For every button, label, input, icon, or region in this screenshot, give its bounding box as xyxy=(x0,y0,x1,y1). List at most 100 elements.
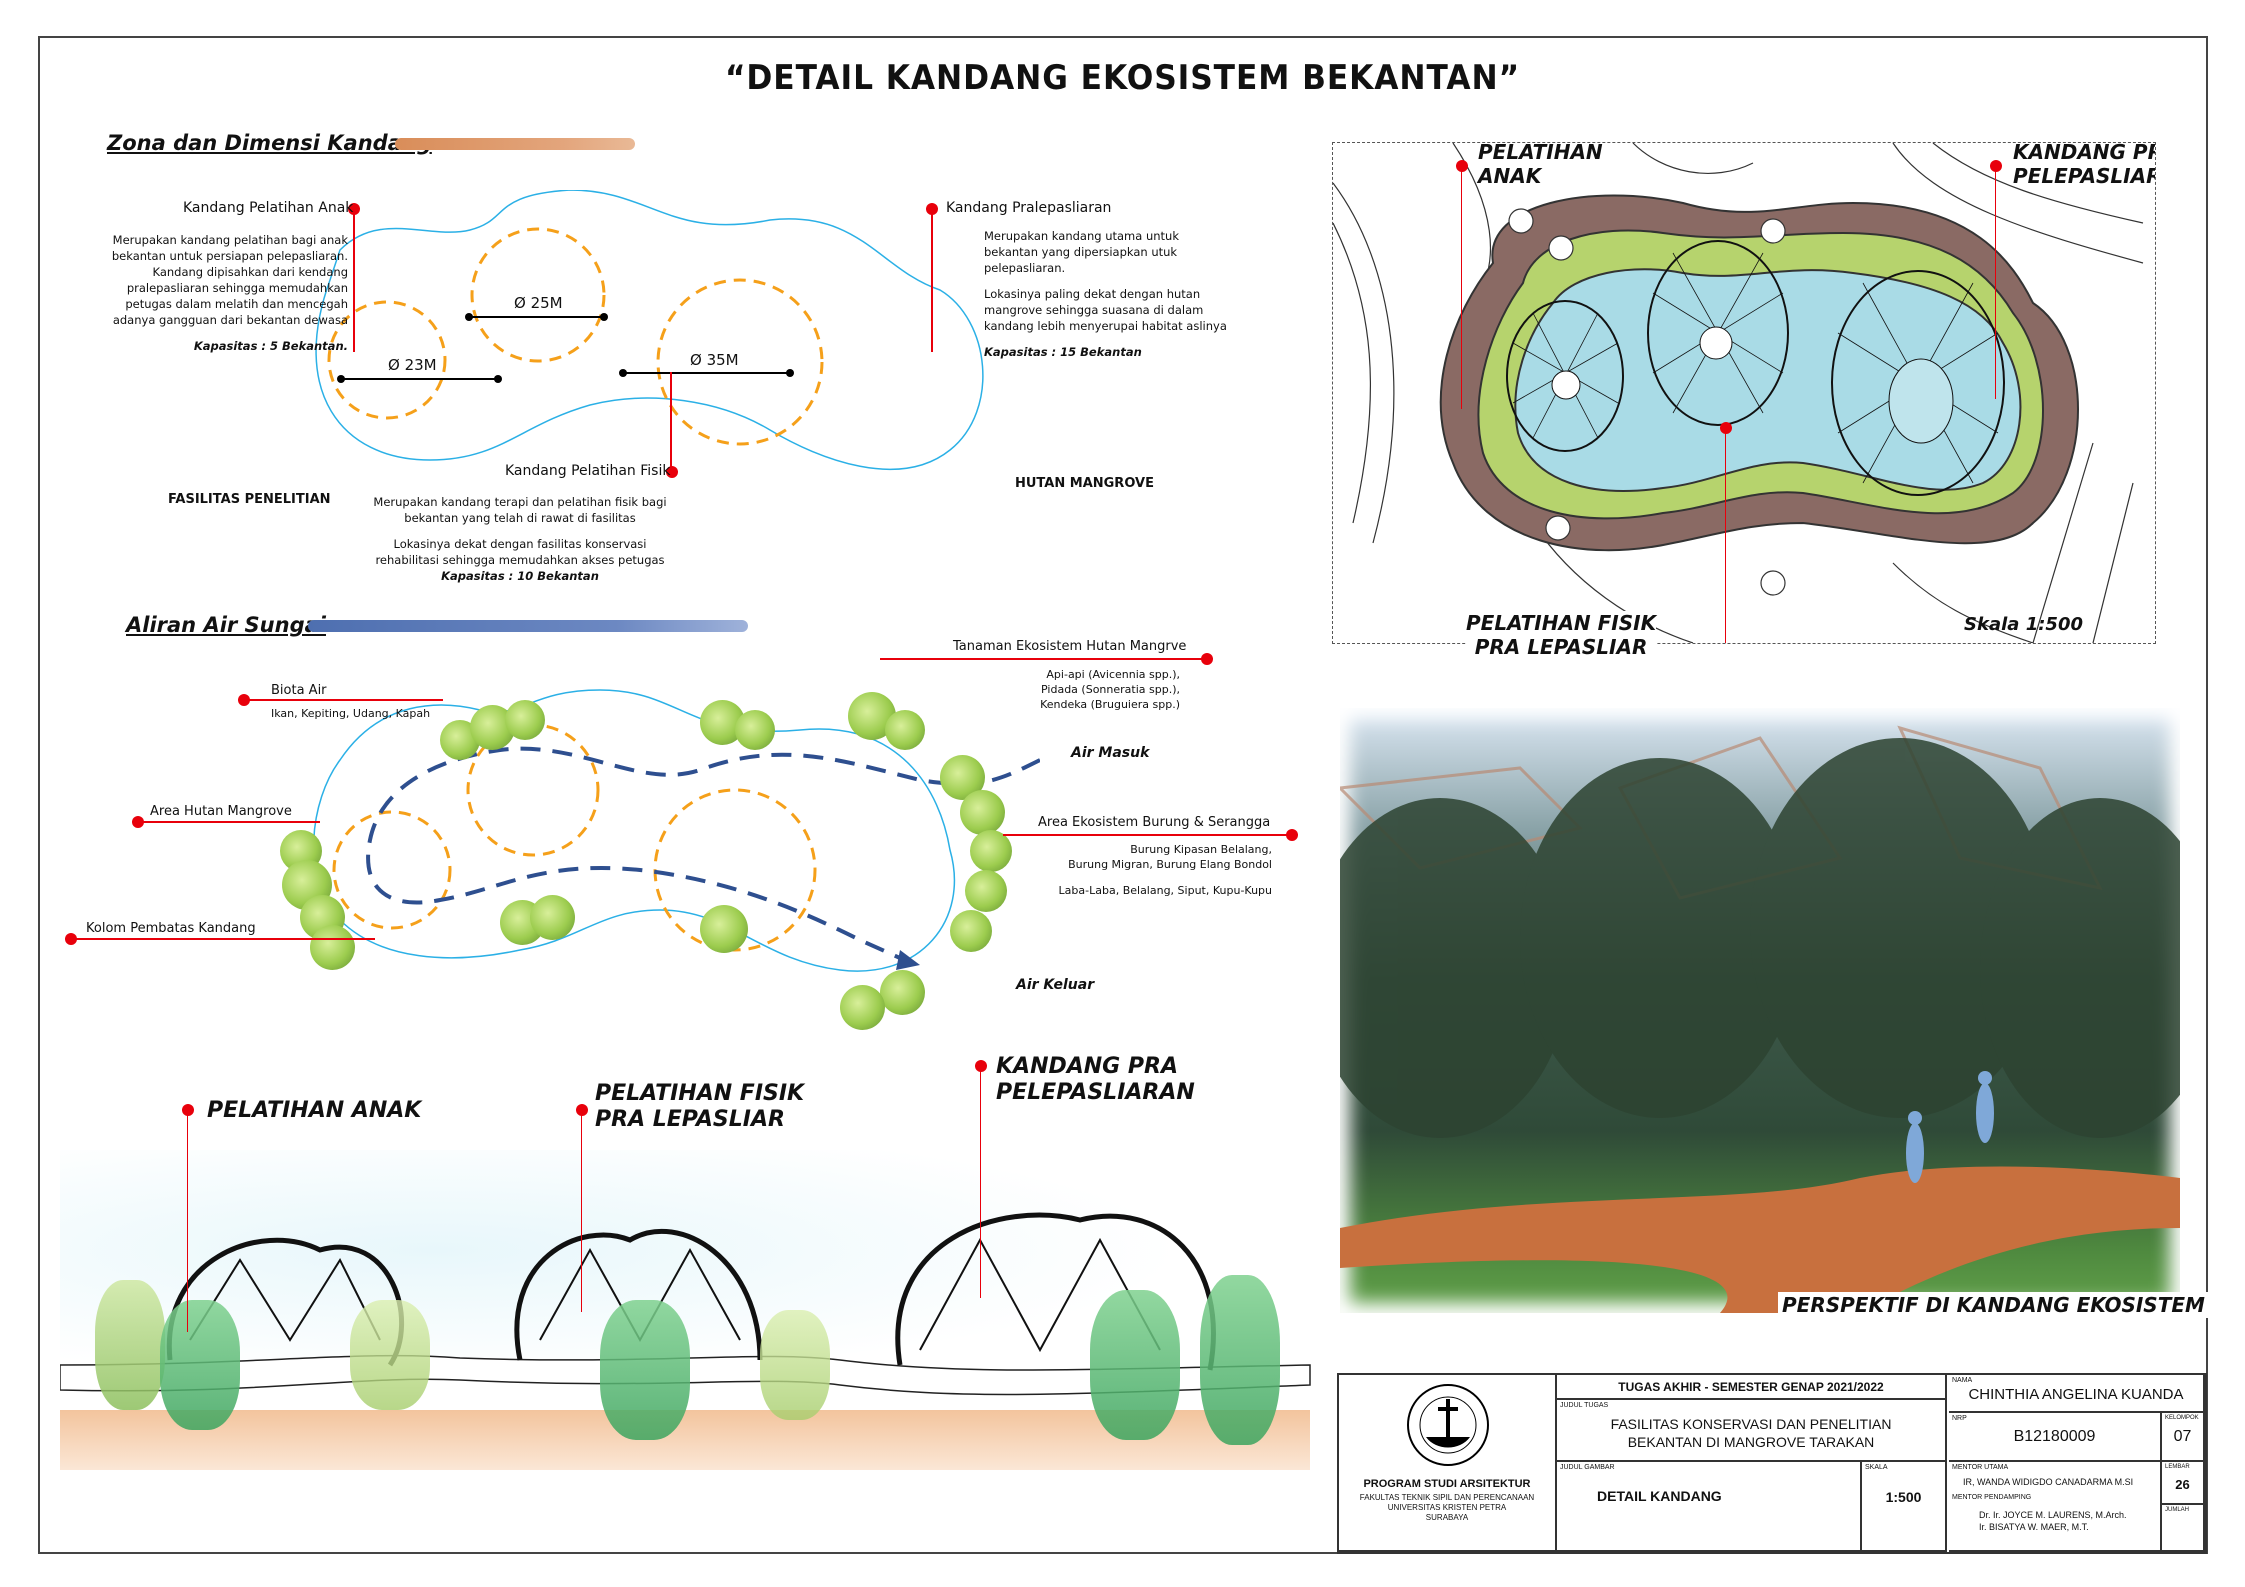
dome-plans xyxy=(1506,240,2005,496)
elevation-label-pra: KANDANG PRA PELEPASLIARAN xyxy=(996,1054,1195,1106)
desc-line: kandang lebih menyerupai habitat aslinya xyxy=(984,319,1227,333)
field-label: LEMBAR xyxy=(2165,1464,2190,1470)
water-flow-path xyxy=(366,746,1040,960)
zona-heading: Zona dan Dimensi Kandang xyxy=(107,131,432,155)
page-title: “DETAIL KANDANG EKOSISTEM BEKANTAN” xyxy=(724,58,1521,98)
zona-diagram xyxy=(315,190,984,471)
elevation-tree xyxy=(1090,1290,1180,1440)
mentor-cell: MENTOR UTAMA IR, WANDA WIDIGDO CANADARMA… xyxy=(1949,1462,2162,1552)
mangrove-tree xyxy=(735,710,775,750)
boardwalk xyxy=(1340,1166,2180,1313)
desc-line: rehabilitasi sehingga memudahkan akses p… xyxy=(375,553,665,567)
dim-end xyxy=(786,369,794,377)
dim-line-23 xyxy=(341,378,498,380)
nrp-cell: NRP B12180009 xyxy=(1949,1413,2162,1462)
header-cell: TUGAS AKHIR - SEMESTER GENAP 2021/2022 xyxy=(1557,1375,1947,1400)
plan-label-anak: PELATIHAN ANAK xyxy=(1478,142,1603,188)
desc-line: pelepasliaran. xyxy=(984,261,1066,275)
elevation-tree xyxy=(160,1300,240,1430)
faculty: FAKULTAS TEKNIK SIPIL DAN PERENCANAAN xyxy=(1359,1493,1535,1502)
aliran-heading: Aliran Air Sungai xyxy=(126,613,326,637)
desc-line: bekantan yang telah di rawat di fasilita… xyxy=(404,511,636,525)
mangrove-tree xyxy=(960,790,1005,835)
flow-arrowhead xyxy=(896,950,920,970)
label-line: ANAK xyxy=(1478,164,1542,188)
kolom-label: Kolom Pembatas Kandang xyxy=(86,921,256,936)
dim-label-25: Ø 25M xyxy=(514,294,563,312)
callout-line xyxy=(1995,169,1996,399)
perspective-scene xyxy=(1340,725,2180,1313)
skala-value: 1:500 xyxy=(1885,1489,1922,1505)
mangrove-tree xyxy=(880,970,925,1015)
callout-dot xyxy=(1456,160,1468,172)
site-plan-drawing xyxy=(1333,143,2144,643)
callout-line xyxy=(353,212,355,352)
gazebo-icons xyxy=(1508,208,1786,596)
callout-dot xyxy=(666,466,678,478)
title-line: FASILITAS KONSERVASI DAN PENELITIAN xyxy=(1610,1416,1892,1432)
callout-line xyxy=(75,938,375,940)
callout-dot xyxy=(1286,829,1298,841)
desc-line: Merupakan kandang terapi dan pelatihan f… xyxy=(373,495,667,509)
label-line: PELATIHAN xyxy=(1478,142,1603,164)
mentor-line: Ir. BISATYA W. MAER, M.T. xyxy=(1979,1522,2089,1532)
species-line: Pidada (Sonneratia spp.), xyxy=(1041,683,1180,696)
context-lines xyxy=(1333,143,2144,643)
judul-tugas-cell: JUDUL TUGAS FASILITAS KONSERVASI DAN PEN… xyxy=(1557,1400,1947,1462)
cage-outline xyxy=(313,689,956,972)
fisik-description: Merupakan kandang terapi dan pelatihan f… xyxy=(370,494,670,584)
university-logo xyxy=(1407,1384,1489,1466)
desc-line: mangrove sehingga suasana di dalam xyxy=(984,303,1204,317)
desc-line: Lokasinya dekat dengan fasilitas konserv… xyxy=(393,537,647,551)
desc-line: Kandang dipisahkan dari kendang xyxy=(152,265,348,279)
lembar-cell: LEMBAR 26 xyxy=(2162,1462,2205,1505)
dim-end xyxy=(619,369,627,377)
logo-cell: PROGRAM STUDI ARSITEKTUR FAKULTAS TEKNIK… xyxy=(1339,1375,1557,1552)
label-line: PELATIHAN FISIK xyxy=(1466,611,1657,635)
callout-dot xyxy=(975,1060,987,1072)
burung-species: Burung Kipasan Belalang, Burung Migran, … xyxy=(1040,842,1272,898)
label-line: KANDANG PRA xyxy=(2013,142,2155,164)
biota-label: Biota Air xyxy=(271,683,327,698)
desc-line: Merupakan kandang pelatihan bagi anak xyxy=(112,233,348,247)
judul-tugas: FASILITAS KONSERVASI DAN PENELITIAN BEKA… xyxy=(1557,1415,1945,1451)
mangrove-tree xyxy=(965,870,1007,912)
mangrove-tree xyxy=(885,710,925,750)
kelompok-cell: KELOMPOK 07 xyxy=(2162,1413,2205,1462)
callout-line xyxy=(142,821,320,823)
dim-line-35 xyxy=(623,372,790,374)
callout-dot xyxy=(926,203,938,215)
plan-scale: Skala 1:500 xyxy=(1964,614,2083,635)
field-label: JUMLAH xyxy=(2165,1507,2190,1513)
dome-pra xyxy=(895,1212,1216,1371)
callout-dot xyxy=(182,1104,194,1116)
semester-header: TUGAS AKHIR - SEMESTER GENAP 2021/2022 xyxy=(1618,1380,1884,1394)
field-label: SKALA xyxy=(1865,1464,1888,1471)
callout-line xyxy=(1725,431,1726,643)
tanaman-species: Api-api (Avicennia spp.), Pidada (Sonner… xyxy=(990,667,1180,712)
mangrove-tree xyxy=(840,985,885,1030)
insects-line: Laba-Laba, Belalang, Siput, Kupu-Kupu xyxy=(1058,884,1272,897)
desc-line: petugas dalam melatih dan mencegah xyxy=(125,297,348,311)
biota-desc: Ikan, Kepiting, Udang, Kapah xyxy=(271,707,431,720)
city: SURABAYA xyxy=(1425,1513,1469,1522)
air-keluar-label: Air Keluar xyxy=(1016,977,1095,993)
callout-dot xyxy=(1720,422,1732,434)
dim-end xyxy=(494,375,502,383)
desc-line: bekantan untuk persiapan pelepasliaran. xyxy=(111,249,348,263)
callout-line xyxy=(248,699,443,701)
dim-end xyxy=(337,375,345,383)
zone-circle-anak xyxy=(327,300,447,420)
elevation-tree xyxy=(95,1280,165,1410)
lembar-value: 26 xyxy=(2175,1477,2190,1492)
dim-line-25 xyxy=(469,316,603,318)
judul-gambar: DETAIL KANDANG xyxy=(1597,1488,1722,1504)
species-line: Burung Kipasan Belalang, xyxy=(1130,843,1272,856)
callout-line xyxy=(931,212,933,352)
dim-label-23: Ø 23M xyxy=(388,356,437,374)
mangrove-tree xyxy=(970,830,1012,872)
water-area xyxy=(1514,268,2022,492)
label-line: PELATIHAN FISIK xyxy=(595,1081,805,1106)
field-label: JUDUL GAMBAR xyxy=(1560,1464,1615,1471)
area-hutan-label: Area Hutan Mangrove xyxy=(150,804,292,819)
